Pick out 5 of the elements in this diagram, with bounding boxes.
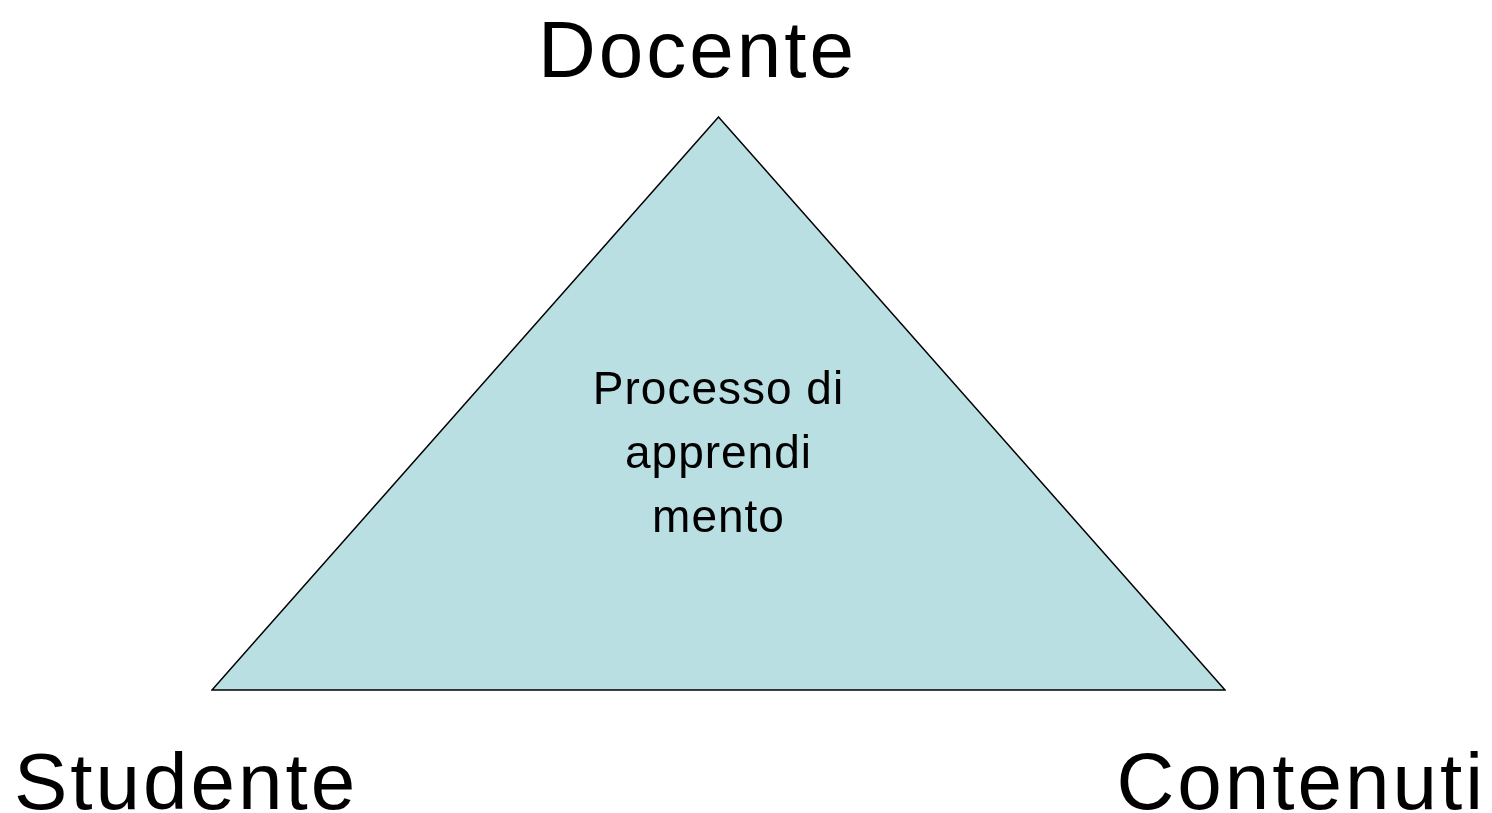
vertex-label: Docente <box>538 10 857 90</box>
node-label: Processo di apprendi mento <box>591 361 846 544</box>
triangle-shape <box>211 116 1226 691</box>
vertex-label: Contenuti <box>1116 742 1486 813</box>
vertex-label: Studente <box>14 742 359 813</box>
